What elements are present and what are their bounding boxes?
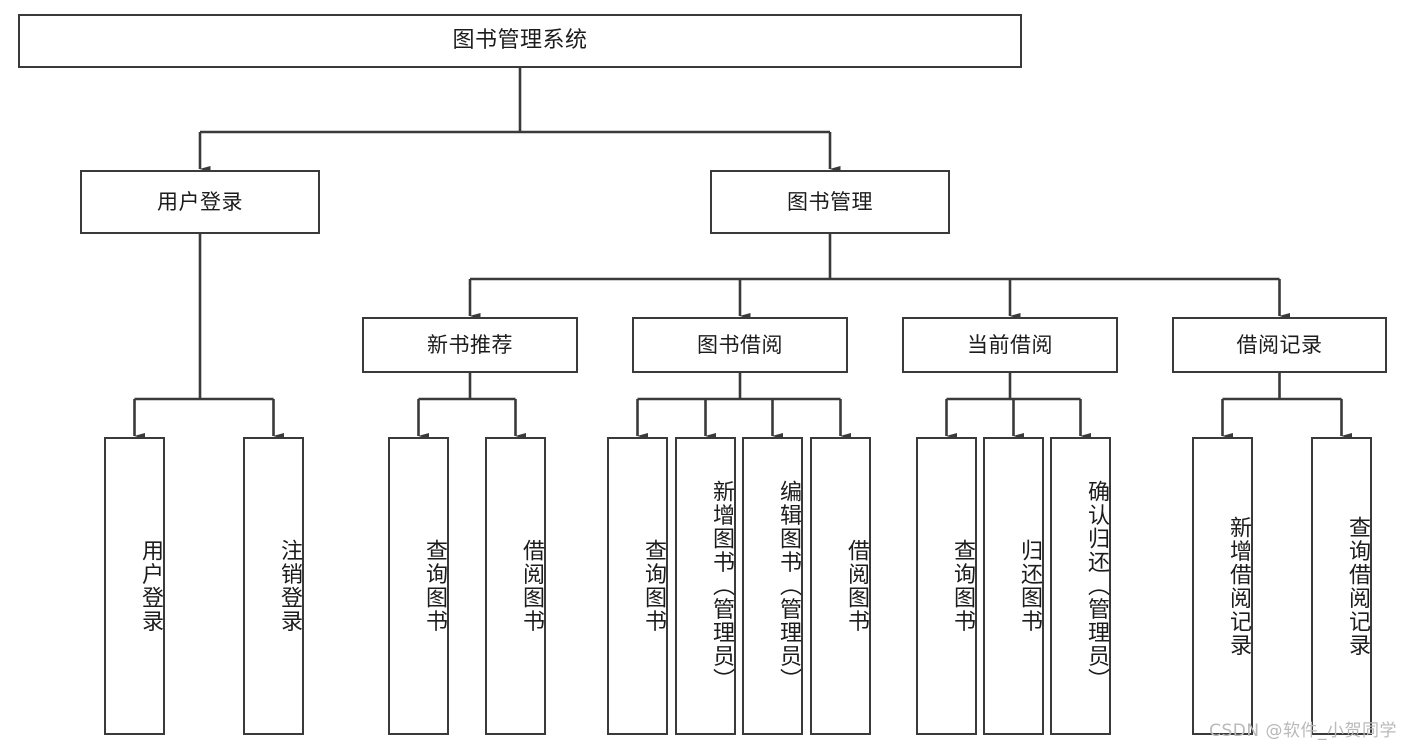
node-borrow-record[interactable]: 借阅记录 [1172,317,1387,373]
node-label: 注销登录 [277,539,302,633]
node-label: 当前借阅 [967,332,1053,357]
watermark-text: CSDN @软件_小贺同学 [1209,721,1397,741]
node-label: 新书推荐 [427,332,513,357]
node-label: 编辑图书（管理员） [776,480,801,692]
node-leaf-query-book-2[interactable]: 查询图书 [607,437,668,735]
node-book-manage[interactable]: 图书管理 [710,170,950,234]
node-leaf-query-borrow-record[interactable]: 查询借阅记录 [1311,437,1372,735]
node-label: 借阅记录 [1236,332,1323,357]
node-leaf-borrow-book-1[interactable]: 借阅图书 [485,437,546,735]
node-label: 查询图书 [950,539,975,633]
node-leaf-query-book-3[interactable]: 查询图书 [916,437,977,735]
node-label: 图书管理 [787,189,873,214]
node-label: 图书借阅 [697,332,783,357]
node-book-borrow[interactable]: 图书借阅 [632,317,848,373]
node-root[interactable]: 图书管理系统 [18,14,1022,68]
node-leaf-query-book-1[interactable]: 查询图书 [388,437,449,735]
node-label: 用户登录 [138,539,163,633]
node-leaf-user-logout[interactable]: 注销登录 [243,437,304,735]
node-label: 新增借阅记录 [1226,515,1251,657]
node-label: 查询图书 [422,539,447,633]
connector-lines [133,68,1352,439]
node-leaf-borrow-book-2[interactable]: 借阅图书 [810,437,871,735]
node-new-book-recommend[interactable]: 新书推荐 [362,317,578,373]
node-label: 查询图书 [641,539,666,633]
node-leaf-return-book[interactable]: 归还图书 [983,437,1044,735]
node-label: 借阅图书 [844,539,869,633]
node-label: 归还图书 [1017,539,1042,633]
node-leaf-confirm-return[interactable]: 确认归还（管理员） [1050,437,1111,735]
node-leaf-add-borrow-record[interactable]: 新增借阅记录 [1192,437,1253,735]
node-label: 确认归还（管理员） [1084,480,1109,692]
node-label: 借阅图书 [519,539,544,633]
node-label: 查询借阅记录 [1345,515,1370,657]
node-label: 图书管理系统 [452,28,588,54]
node-leaf-add-book[interactable]: 新增图书（管理员） [675,437,736,735]
node-leaf-edit-book[interactable]: 编辑图书（管理员） [742,437,803,735]
node-current-borrow[interactable]: 当前借阅 [902,317,1118,373]
node-label: 用户登录 [157,189,243,214]
node-label: 新增图书（管理员） [709,480,734,692]
node-leaf-user-login[interactable]: 用户登录 [104,437,165,735]
node-user-login[interactable]: 用户登录 [80,170,320,234]
